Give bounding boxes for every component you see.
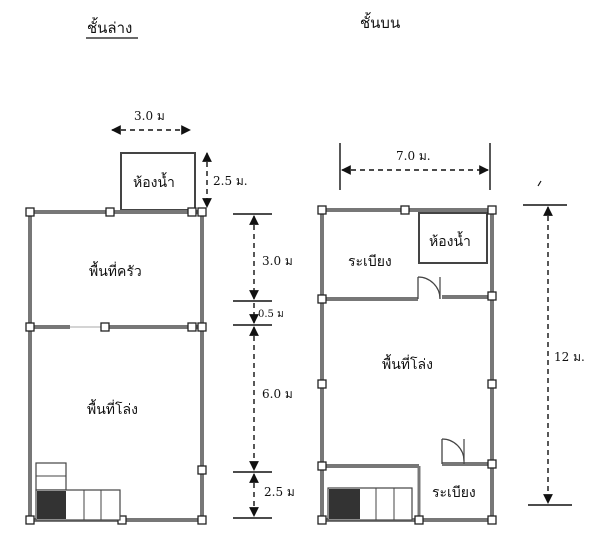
ground-post (25, 515, 35, 525)
upper-bottom-door (441, 438, 465, 464)
upper-post (317, 461, 327, 471)
upper-post (487, 459, 497, 469)
dim-upper-length-text: 12 ม. (554, 350, 585, 364)
ground-post (25, 207, 35, 217)
upper-post (487, 515, 497, 525)
ground-kitchen-label: พื้นที่ครัว (89, 261, 142, 280)
ground-staircase (35, 462, 121, 521)
stray-mark (537, 180, 542, 187)
upper-floor-plan: ห้องน้ำ ระเบียง พื้นที่โล่ง (317, 143, 585, 525)
ground-post (100, 322, 110, 332)
dim-open-depth-text: 6.0 ม (262, 387, 293, 401)
dim-bath-width-text: 3.0 ม (134, 109, 165, 123)
upper-post (317, 205, 327, 215)
upper-floor-title: ชั้นบน (360, 12, 400, 32)
ground-post (187, 322, 197, 332)
upper-post (414, 515, 424, 525)
ground-post (105, 207, 115, 217)
upper-post (317, 379, 327, 389)
upper-balcony-top-label: ระเบียง (348, 254, 392, 270)
dim-bath-depth-text: 2.5 ม. (213, 174, 248, 188)
upper-bathroom-label: ห้องน้ำ (429, 231, 471, 250)
upper-open-space-label: พื้นที่โล่ง (382, 354, 433, 373)
ground-bathroom-label: ห้องน้ำ (133, 172, 175, 191)
upper-post (317, 515, 327, 525)
upper-top-door (417, 276, 441, 300)
dim-kitchen-depth-text: 3.0 ม (262, 254, 293, 268)
ground-post (187, 207, 197, 217)
upper-post (487, 379, 497, 389)
ground-post (25, 322, 35, 332)
upper-balcony-bottom-label: ระเบียง (432, 485, 476, 501)
upper-stair-landing-fill (329, 489, 360, 519)
dim-upper-width-text: 7.0 ม. (396, 149, 431, 163)
ground-dimension-chain (233, 213, 272, 519)
ground-post (197, 515, 207, 525)
ground-post (197, 465, 207, 475)
ground-floor-plan: ห้องน้ำ พื้นที่ครัว พื้นที่โล่ง (25, 109, 295, 525)
upper-post (487, 205, 497, 215)
dim-gap-text: 0.5 ม (258, 309, 284, 320)
upper-post (317, 294, 327, 304)
ground-post (197, 207, 207, 217)
upper-bathroom-box (418, 212, 488, 264)
ground-post (197, 322, 207, 332)
upper-post (400, 205, 410, 215)
upper-post (487, 291, 497, 301)
upper-staircase (327, 487, 413, 521)
stair-landing-fill (37, 491, 66, 519)
ground-floor-title: ชั้นล่าง (87, 17, 132, 37)
dim-stair-depth-text: 2.5 ม (264, 485, 295, 499)
ground-open-space-label: พื้นที่โล่ง (87, 399, 138, 418)
